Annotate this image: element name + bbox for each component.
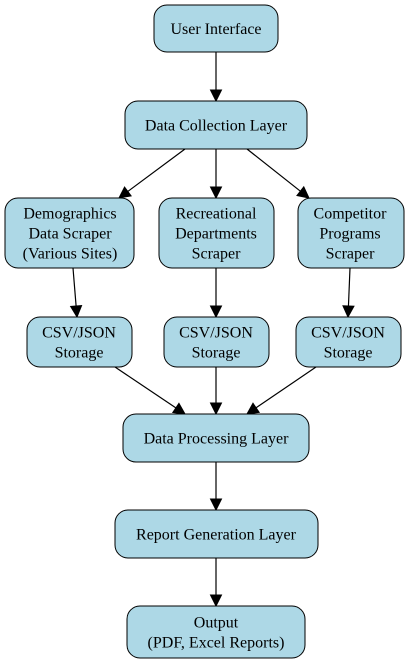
edge-competitor-to-storage3 [342,267,355,319]
node-label-line: Output [194,615,239,632]
node-label-line: Departments [175,226,257,243]
node-box [295,316,402,368]
node-box [26,316,133,368]
node-label-line: Data Scraper [28,226,112,243]
node-box [163,316,270,368]
arrowhead [246,402,261,415]
node-label-line: Demographics [23,206,116,223]
arrowhead [209,402,223,416]
node-label-line: Programs [319,226,380,243]
node-label-line: Data Collection Layer [145,118,288,135]
arrowhead [118,186,132,199]
edge-collection-to-demographics [118,148,186,199]
edge-storage3-to-processing [246,366,317,415]
node-label-line: Storage [55,345,104,362]
edge-processing-to-report [209,462,223,512]
node-label-line: Scraper [192,246,242,263]
arrowhead [209,89,223,103]
arrowhead [209,186,223,200]
node-box [126,605,306,659]
node-label-line: (Various Sites) [23,246,118,263]
node-storage2: CSV/JSON Storage [163,316,270,368]
edge-line [246,148,301,192]
arrowhead [209,305,223,319]
arrowhead [69,305,83,319]
arrowhead [342,305,355,319]
arrowhead [171,402,186,415]
edge-line [114,366,177,409]
edge-line [127,148,186,192]
node-label-line: CSV/JSON [42,325,116,342]
edge-collection-to-competitor [246,148,310,199]
node-label-line: Storage [324,345,373,362]
node-label-line: User Interface [170,21,261,38]
edge-ui-to-collection [209,52,223,103]
node-box [124,100,308,150]
node-label-line: Competitor [314,206,388,223]
node-label-line: CSV/JSON [311,325,385,342]
arrowhead [296,185,310,199]
arrowhead [209,498,223,512]
node-box [122,413,310,463]
node-output: Output (PDF, Excel Reports) [126,605,306,659]
arrowhead [209,594,223,608]
node-storage1: CSV/JSON Storage [26,316,133,368]
node-label-line: (PDF, Excel Reports) [148,635,285,652]
node-collection: Data Collection Layer [124,100,308,150]
node-box [158,197,275,269]
node-label-line: Data Processing Layer [144,431,290,448]
edge-line [255,366,317,409]
node-storage3: CSV/JSON Storage [295,316,402,368]
node-label-line: Storage [192,345,241,362]
edge-report-to-output [209,558,223,608]
node-label-line: CSV/JSON [179,325,253,342]
node-box [114,509,319,559]
node-box [153,4,279,53]
node-label-line: Scraper [326,246,376,263]
edge-line [347,267,351,307]
node-box [4,197,135,269]
edges-layer [69,52,355,608]
node-box [297,197,405,269]
node-label-line: Recreational [176,206,257,223]
edge-storage2-to-processing [209,367,223,416]
node-report: Report Generation Layer [114,509,319,559]
edge-storage1-to-processing [114,366,186,415]
node-label-line: Report Generation Layer [136,527,297,544]
edge-collection-to-recreational [209,149,223,200]
node-ui: User Interface [153,4,279,53]
edge-recreational-to-storage2 [209,268,223,319]
node-processing: Data Processing Layer [122,413,310,463]
edge-demographics-to-storage1 [69,267,83,319]
edge-line [72,267,77,307]
